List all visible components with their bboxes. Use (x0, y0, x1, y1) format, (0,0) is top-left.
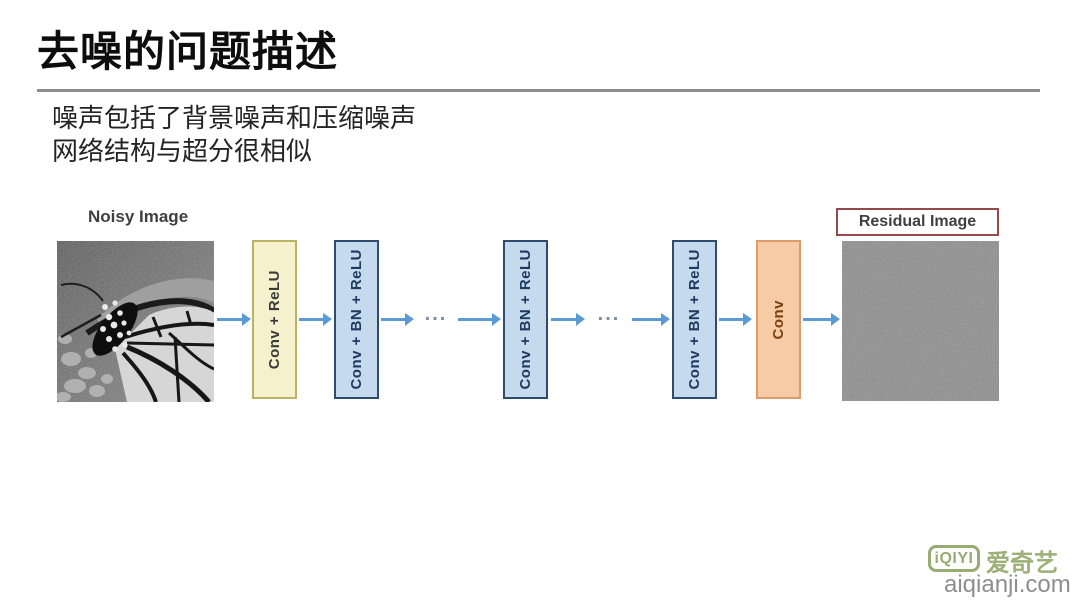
layer-label: Conv + BN + ReLU (517, 249, 534, 390)
flow-arrow (551, 313, 585, 326)
flow-arrow (632, 313, 670, 326)
noisy-image-label: Noisy Image (88, 207, 189, 226)
flow-arrow (299, 313, 332, 326)
page-title: 去噪的问题描述 (37, 28, 339, 75)
residual-image (842, 241, 999, 401)
arrowhead-icon (323, 313, 332, 326)
layer-box-conv: Conv (756, 240, 801, 399)
arrowhead-icon (743, 313, 752, 326)
site-url: aiqianji.com (944, 571, 1071, 598)
noisy-image-graphic (55, 241, 216, 404)
ellipsis-2: ... (597, 303, 621, 325)
body-line-1: 噪声包括了背景噪声和压缩噪声 (52, 103, 417, 133)
flow-arrow (803, 313, 840, 326)
residual-image-label: Residual Image (836, 208, 999, 236)
arrowhead-icon (242, 313, 251, 326)
noisy-image (55, 241, 216, 404)
layer-label: Conv (770, 299, 787, 340)
title-underline (37, 89, 1040, 92)
arrowhead-icon (492, 313, 501, 326)
flow-arrow (458, 313, 501, 326)
layer-label: Conv + BN + ReLU (686, 249, 703, 390)
flow-arrow (217, 313, 251, 326)
ellipsis-1: ... (424, 303, 448, 325)
body-text: 噪声包括了背景噪声和压缩噪声 网络结构与超分很相似 (52, 102, 416, 168)
residual-noise-graphic (842, 241, 999, 401)
layer-box-conv-bn-relu-3: Conv + BN + ReLU (672, 240, 717, 399)
body-line-2: 网络结构与超分很相似 (52, 136, 313, 166)
flow-arrow (719, 313, 752, 326)
flow-arrow (381, 313, 414, 326)
layer-label: Conv + ReLU (266, 269, 283, 370)
layer-label: Conv + BN + ReLU (348, 249, 365, 390)
arrowhead-icon (405, 313, 414, 326)
iqiyi-logo-icon: iQIYI (928, 545, 980, 572)
layer-box-conv-relu: Conv + ReLU (252, 240, 297, 399)
layer-box-conv-bn-relu-1: Conv + BN + ReLU (334, 240, 379, 399)
arrowhead-icon (831, 313, 840, 326)
layer-box-conv-bn-relu-2: Conv + BN + ReLU (503, 240, 548, 399)
arrowhead-icon (661, 313, 670, 326)
iqiyi-wordmark: 爱奇艺 (986, 550, 1058, 577)
arrowhead-icon (576, 313, 585, 326)
